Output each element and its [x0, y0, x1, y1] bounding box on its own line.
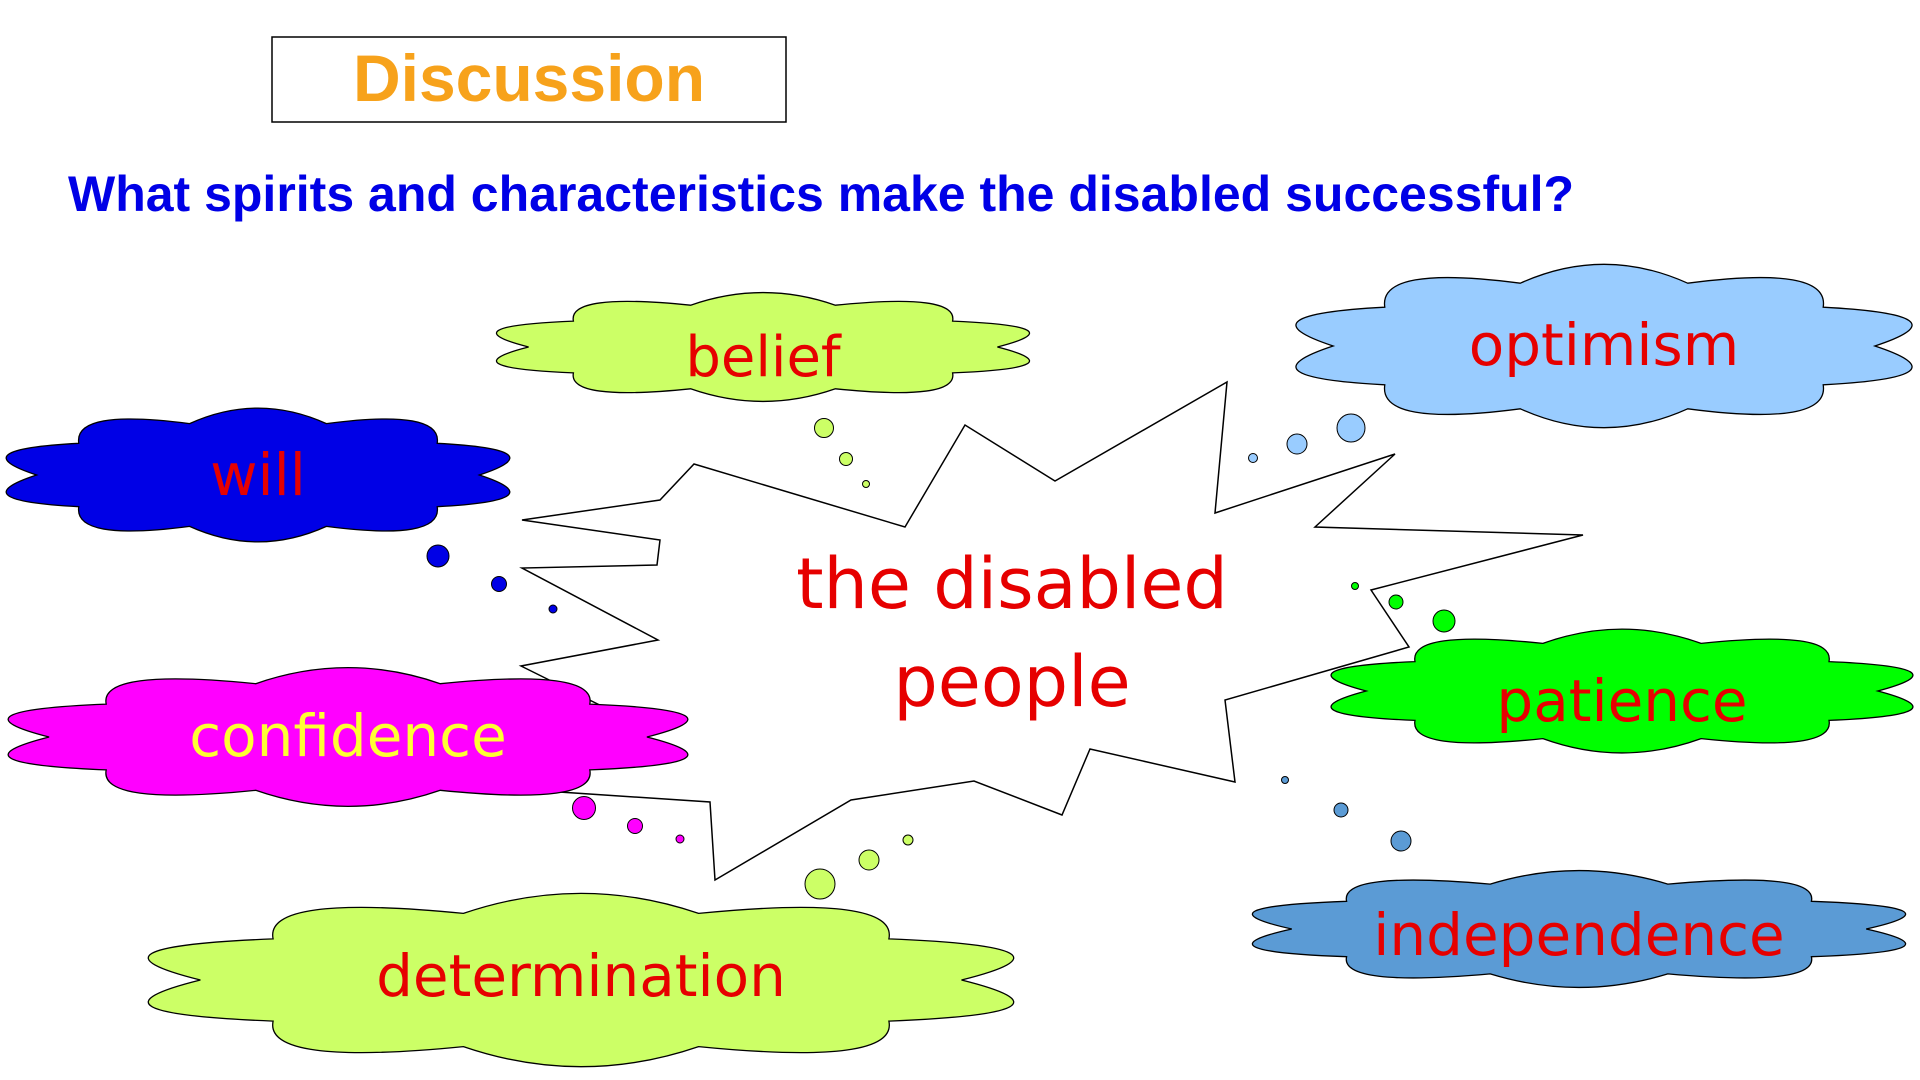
thought-dots-confidence: [572, 796, 685, 844]
discussion-question: What spirits and characteristics make th…: [68, 166, 1574, 222]
thought-dots-determination: [804, 834, 914, 900]
thought-dot: [1281, 776, 1289, 784]
trait-label-belief: belief: [685, 325, 842, 390]
thought-dot: [675, 834, 685, 844]
cloud-shape-optimism: [1295, 263, 1913, 429]
thought-dots-will: [426, 544, 558, 614]
thought-dots-patience: [1351, 582, 1456, 633]
trait-label-determination: determination: [376, 942, 786, 1010]
thought-dot: [858, 849, 880, 871]
cloud-belief: belief: [495, 291, 1031, 403]
thought-dot: [1333, 802, 1349, 818]
thought-dot: [426, 544, 450, 568]
title-box: [271, 36, 787, 123]
thought-dot: [1432, 609, 1456, 633]
thought-dot: [839, 452, 853, 466]
cloud-shape-belief: [495, 291, 1031, 403]
cloud-shape-patience: [1330, 628, 1914, 754]
cloud-patience: patience: [1330, 628, 1914, 754]
thought-dot: [814, 418, 834, 438]
thought-dots-independence: [1281, 776, 1412, 852]
thought-dots-optimism: [1248, 413, 1366, 463]
cloud-shape-determination: [147, 892, 1015, 1068]
thought-dot: [572, 796, 596, 820]
trait-clouds: belief optimism will confidence patience dete…: [5, 263, 1914, 1068]
thought-dot: [1336, 413, 1366, 443]
thought-dot: [1388, 594, 1404, 610]
thought-dot: [1286, 433, 1308, 455]
thought-dot: [804, 868, 836, 900]
thought-dot: [1248, 453, 1258, 463]
thought-dot: [902, 834, 914, 846]
thought-dot: [491, 576, 507, 592]
page-title: Discussion: [353, 41, 705, 115]
trait-label-optimism: optimism: [1469, 311, 1740, 379]
cloud-shape-confidence: [7, 667, 689, 807]
trait-label-will: will: [210, 441, 306, 509]
trait-label-confidence: confidence: [189, 702, 507, 770]
thought-dot: [548, 604, 558, 614]
trait-label-independence: independence: [1373, 901, 1784, 969]
cloud-will: will: [5, 407, 511, 543]
cloud-confidence: confidence: [7, 667, 689, 807]
trait-label-patience: patience: [1496, 667, 1747, 735]
thought-dot: [1351, 582, 1359, 590]
center-burst: [518, 380, 1584, 882]
center-label-line1: the disabled: [796, 543, 1228, 625]
thought-dot: [1390, 830, 1412, 852]
cloud-optimism: optimism: [1295, 263, 1913, 429]
cloud-shape-independence: [1252, 869, 1906, 989]
thought-dots-belief: [814, 418, 870, 488]
cloud-determination: determination: [147, 892, 1015, 1068]
thought-dot: [862, 480, 870, 488]
cloud-independence: independence: [1252, 869, 1906, 989]
cloud-shape-will: [5, 407, 511, 543]
thought-dot: [627, 818, 643, 834]
center-label-line2: people: [893, 641, 1130, 723]
